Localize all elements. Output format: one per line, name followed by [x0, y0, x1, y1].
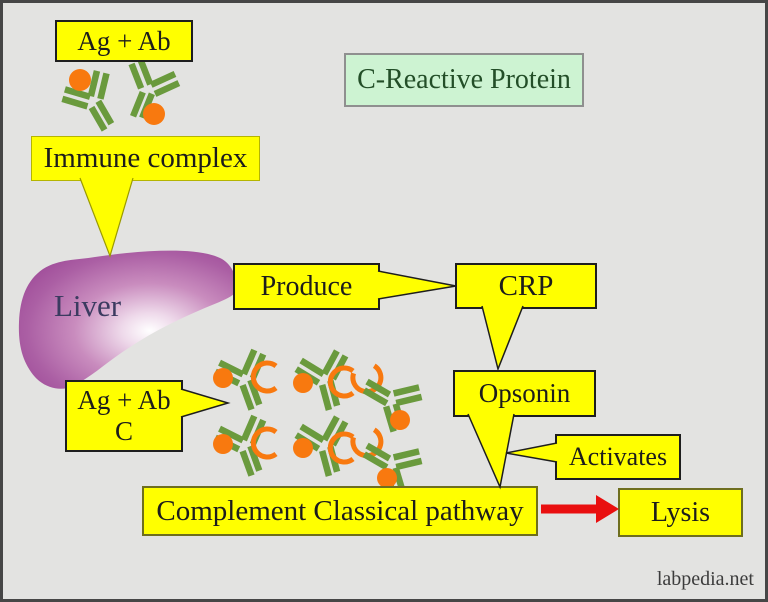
antigen-icon [213, 368, 233, 388]
liver-label: Liver [54, 288, 122, 323]
antigen-icon [143, 103, 165, 125]
antigen-icon [377, 468, 397, 488]
opsonin-to-complement-tail [467, 413, 515, 490]
antigen-icon [69, 69, 91, 91]
ag-ab-c-line1: Ag + Ab [77, 384, 171, 415]
ag-ab-box: Ag + Ab [55, 20, 193, 62]
antigen-icon [293, 438, 313, 458]
crp-box: CRP [455, 263, 597, 309]
antibody-icon [352, 363, 425, 435]
ag-ab-c-line2: C [114, 416, 133, 446]
liver-shape [18, 250, 237, 389]
activates-to-opsonin-tail [505, 442, 558, 463]
antigen-icon [213, 434, 233, 454]
immune-complex-cluster [38, 56, 193, 138]
diagram-title: C-Reactive Protein [344, 53, 584, 107]
antigen-icon [293, 373, 313, 393]
ag-ab-c-text: Ag + Ab C [77, 385, 170, 447]
produce-to-crp-tail [377, 270, 457, 300]
opsonin-box: Opsonin [453, 370, 596, 417]
immune-complex-to-liver-tail [79, 177, 134, 258]
antibody-complement-cluster [203, 338, 425, 496]
ag-ab-c-box: Ag + Ab C [65, 380, 183, 452]
activates-box: Activates [555, 434, 681, 480]
immune-complex-box: Immune complex [31, 136, 260, 181]
crp-to-opsonin-tail [481, 305, 524, 372]
lysis-box: Lysis [618, 488, 743, 537]
produce-box: Produce [233, 263, 380, 310]
liver-outline [18, 250, 237, 389]
complement-pathway-box: Complement Classical pathway [142, 486, 538, 536]
arrowhead-icon [596, 495, 619, 523]
antigen-icon [390, 410, 410, 430]
watermark: labpedia.net [656, 568, 754, 590]
complement-to-lysis-arrow [541, 495, 619, 523]
